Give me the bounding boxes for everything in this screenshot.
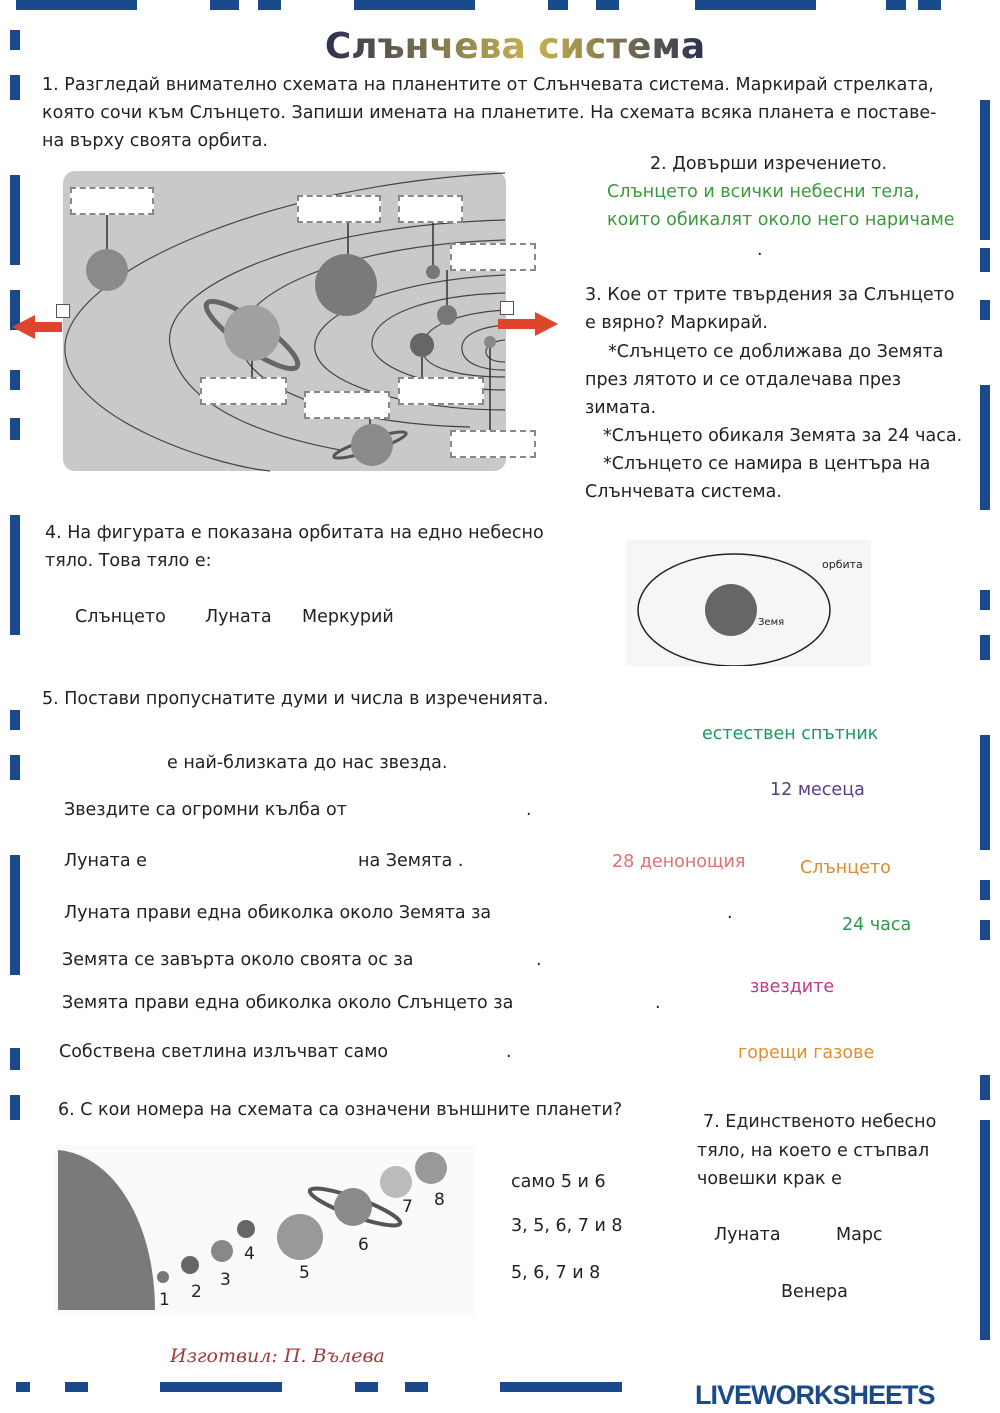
q5-sentence-text: . xyxy=(727,903,733,923)
planet-name-input-1[interactable] xyxy=(70,187,154,215)
q4-text-line: тяло. Това тяло е: xyxy=(45,551,212,571)
q2-end-period: . xyxy=(757,240,763,260)
word-bank-item[interactable]: 24 часа xyxy=(842,915,912,935)
q5-blank-2[interactable] xyxy=(362,797,522,823)
planets-row-figure xyxy=(55,1145,475,1315)
q7-text-line: човешки крак е xyxy=(697,1169,842,1189)
q5-blank-1[interactable] xyxy=(60,750,160,776)
q7-option[interactable]: Луната xyxy=(714,1225,781,1245)
planet-name-input-3[interactable] xyxy=(398,195,463,223)
q2-heading: 2. Довърши изречението. xyxy=(650,154,888,174)
planet-name-input-7[interactable] xyxy=(398,377,484,405)
left-arrow-checkbox[interactable] xyxy=(56,304,70,318)
q6-option[interactable]: 5, 6, 7 и 8 xyxy=(511,1263,601,1283)
word-bank-item[interactable]: Слънцето xyxy=(800,858,891,878)
q2-text-line: които обикалят около него наричаме xyxy=(607,210,955,230)
q5-blank-5[interactable] xyxy=(428,947,533,973)
q7-text-line: 7. Единственото небесно xyxy=(703,1112,937,1132)
q5-blank-6[interactable] xyxy=(535,990,653,1016)
word-bank-item[interactable]: горещи газове xyxy=(738,1043,875,1063)
q2-text-line: Слънцето и всички небесни тела, xyxy=(607,182,920,202)
q5-sentence-text: . xyxy=(526,800,532,820)
q6-option[interactable]: 3, 5, 6, 7 и 8 xyxy=(511,1216,623,1236)
planet-number: 1 xyxy=(159,1290,170,1310)
q3-text-line: 3. Кое от трите твърдения за Слънцето xyxy=(585,285,955,305)
q5-sentence-text: Луната прави една обиколка около Земята … xyxy=(64,903,492,923)
q5-sentence-text: Земята се завърта около своята ос за xyxy=(62,950,414,970)
q3-option-text: *Слънцето се доближава до Земята xyxy=(608,342,944,362)
planet-name-input-2[interactable] xyxy=(297,195,381,223)
q4-text-line: 4. На фигурата е показана орбитата на ед… xyxy=(45,523,544,543)
word-bank-item[interactable]: естествен спътник xyxy=(702,724,879,744)
q5-blank-7[interactable] xyxy=(402,1039,502,1065)
q5-sentence-text: Земята прави една обиколка около Слънцет… xyxy=(62,993,514,1013)
q3-option-text: зимата. xyxy=(585,398,657,418)
q5-sentence-text: е най-близката до нас звезда. xyxy=(167,753,448,773)
q5-sentence-text: на Земята . xyxy=(358,851,464,871)
q5-sentence-text: Звездите са огромни кълба от xyxy=(64,800,347,820)
planet-name-input-5[interactable] xyxy=(200,377,287,405)
page-title: Слънчева система xyxy=(324,26,706,67)
q6-option[interactable]: само 5 и 6 xyxy=(511,1172,606,1192)
q4-option[interactable]: Меркурий xyxy=(302,607,394,627)
q1-text-line: която сочи към Слънцето. Запиши имената … xyxy=(42,103,937,123)
planet-name-input-4[interactable] xyxy=(450,243,536,271)
planet-number: 4 xyxy=(244,1244,255,1264)
planet-number: 6 xyxy=(358,1235,369,1255)
planet-number: 7 xyxy=(402,1197,413,1217)
planet-number: 2 xyxy=(191,1282,202,1302)
earth-orbit-figure xyxy=(626,540,871,666)
q4-option[interactable]: Луната xyxy=(205,607,272,627)
q3-text-line: е вярно? Маркирай. xyxy=(585,313,768,333)
q3-option-text: през лятото и се отдалечава през xyxy=(585,370,902,390)
word-bank-item[interactable]: 12 месеца xyxy=(770,780,865,800)
q4-option[interactable]: Слънцето xyxy=(75,607,166,627)
q3-option-2[interactable]: *Слънцето обикаля Земята за 24 часа. xyxy=(603,426,963,446)
q5-sentence-text: Собствена светлина излъчват само xyxy=(59,1042,389,1062)
q7-text-line: тяло, на което е стъпвал xyxy=(697,1141,930,1161)
planet-name-input-6[interactable] xyxy=(304,391,390,419)
word-bank-item[interactable]: 28 денонощия xyxy=(612,852,746,872)
solar-system-diagram xyxy=(12,171,558,472)
q1-text-line: 1. Разгледай внимателно схемата на плане… xyxy=(42,75,934,95)
right-arrow-checkbox[interactable] xyxy=(500,301,514,315)
planet-number: 8 xyxy=(434,1190,445,1210)
q5-blank-4[interactable] xyxy=(512,900,722,926)
q5-sentence-text: . xyxy=(506,1042,512,1062)
earth-label: Земя xyxy=(758,617,785,628)
planet-name-input-8[interactable] xyxy=(450,430,536,458)
author-credit: Изготвил: П. Вълева xyxy=(170,1345,385,1367)
q5-sentence-text: Луната е xyxy=(64,851,147,871)
q7-option[interactable]: Венера xyxy=(781,1282,848,1302)
q1-text-line: на върху своята орбита. xyxy=(42,131,268,151)
liveworksheets-logo: LIVEWORKSHEETS xyxy=(695,1380,936,1410)
q7-option[interactable]: Марс xyxy=(836,1225,883,1245)
q3-option-text: *Слънцето се намира в центъра на xyxy=(603,454,931,474)
planet-number: 3 xyxy=(220,1270,231,1290)
q5-heading: 5. Постави пропуснатите думи и числа в и… xyxy=(42,689,549,709)
q3-option-text: Слънчевата система. xyxy=(585,482,782,502)
planet-number: 5 xyxy=(299,1263,310,1283)
q5-blank-3[interactable] xyxy=(155,848,350,874)
q5-sentence-text: . xyxy=(536,950,542,970)
orbit-label: орбита xyxy=(822,558,863,571)
q5-sentence-text: . xyxy=(655,993,661,1013)
q6-heading: 6. С кои номера на схемата са означени в… xyxy=(58,1100,623,1120)
q2-answer-input[interactable] xyxy=(640,238,755,262)
word-bank-item[interactable]: звездите xyxy=(750,977,835,997)
